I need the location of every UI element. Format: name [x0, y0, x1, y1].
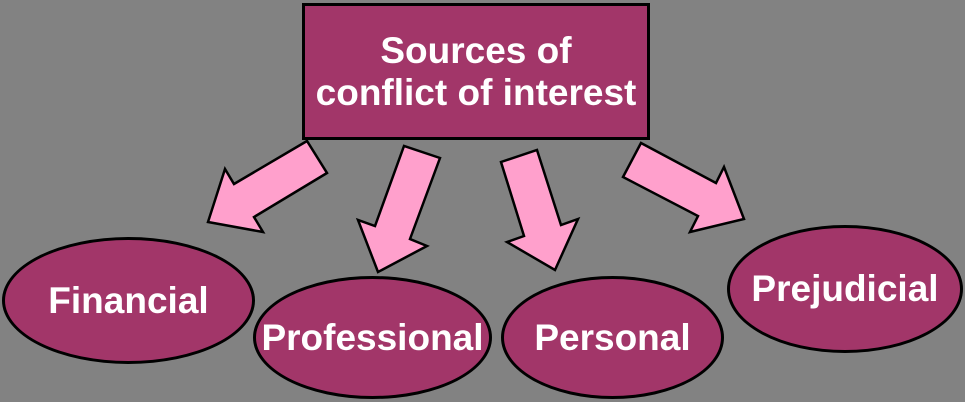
arrow-to-personal [499, 148, 581, 272]
node-prejudicial: Prejudicial [727, 225, 963, 353]
arrow-to-prejudicial [621, 141, 746, 234]
title-line1: Sources of [380, 30, 572, 72]
node-personal: Personal [501, 276, 724, 399]
arrow-to-financial [206, 139, 329, 234]
node-sources-of-conflict: Sources of conflict of interest [302, 3, 650, 140]
node-financial-label: Financial [48, 279, 209, 321]
node-prejudicial-label: Prejudicial [751, 268, 939, 309]
node-financial: Financial [2, 237, 255, 364]
node-professional-label: Professional [261, 316, 484, 358]
title-text: Sources of conflict of interest [316, 30, 637, 113]
title-line2: conflict of interest [315, 71, 637, 113]
node-professional: Professional [253, 276, 492, 399]
node-personal-label: Personal [534, 316, 691, 358]
arrow-to-professional [355, 144, 442, 274]
